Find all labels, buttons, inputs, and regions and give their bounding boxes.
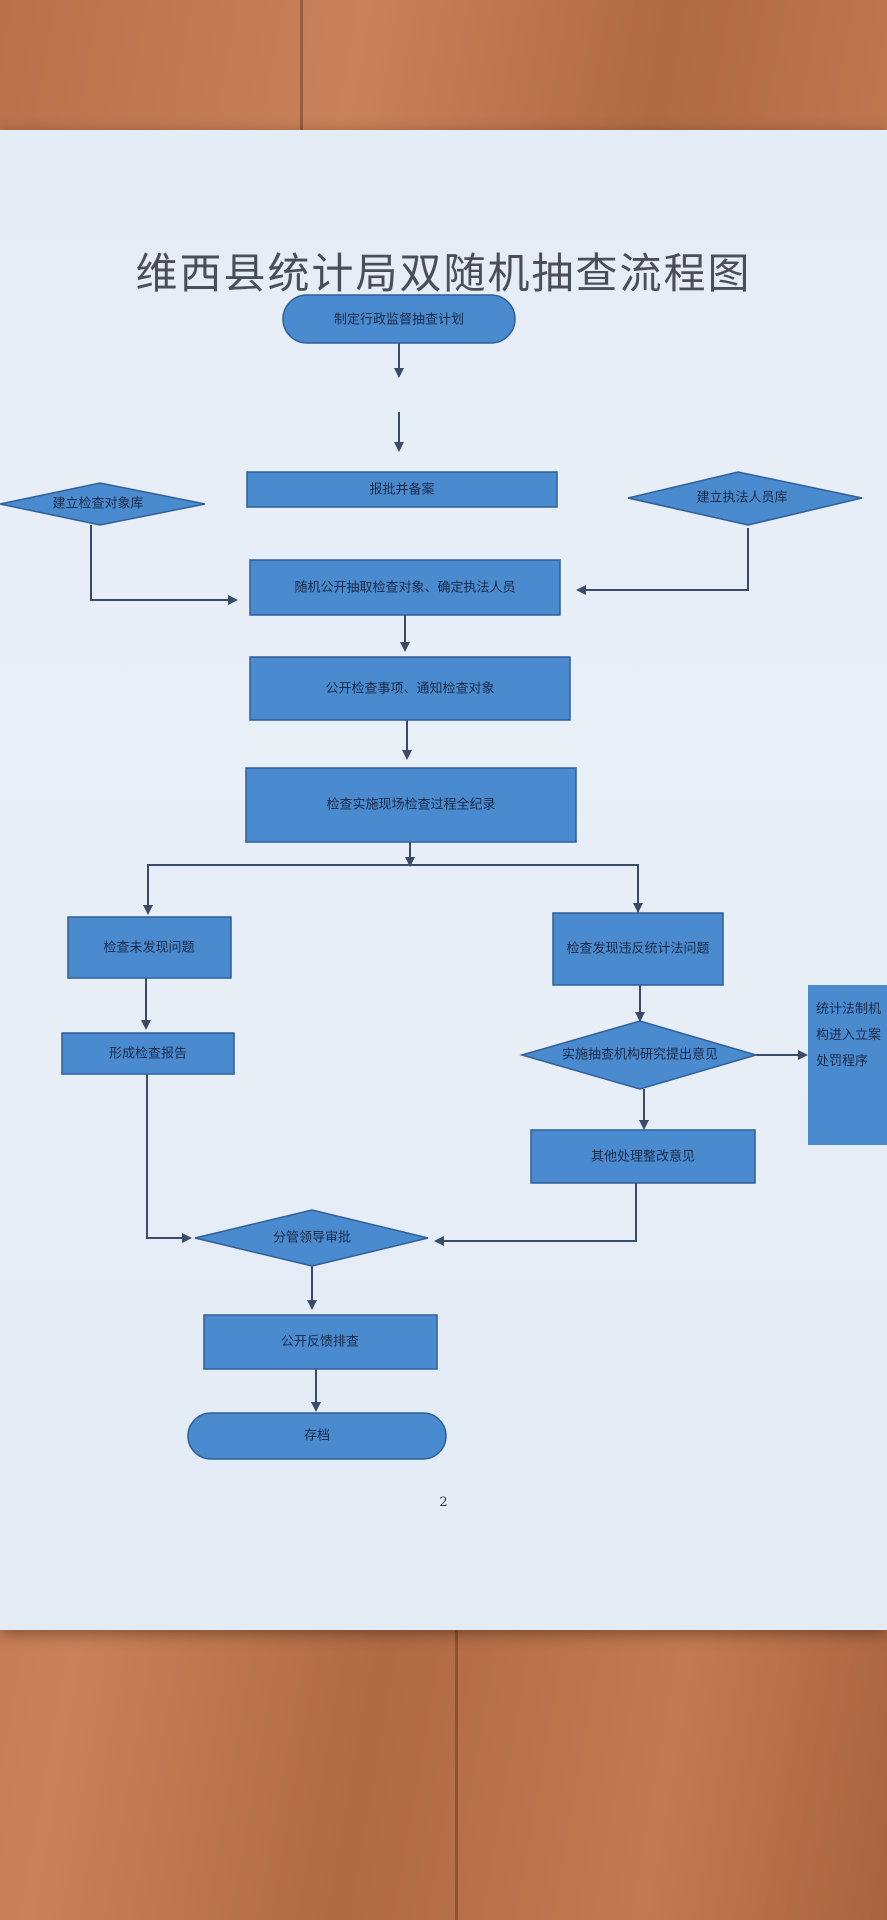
report-file-node — [246, 471, 558, 508]
other-rectify-node — [530, 1129, 756, 1184]
wood-seam — [300, 0, 303, 130]
inspect-record-label: 检查实施现场检查过程全纪录 — [326, 797, 495, 813]
arrow-report-to-review — [146, 1074, 192, 1243]
research-opinion-label: 实施抽查机构研究提出意见 — [562, 1047, 718, 1063]
research-opinion-node — [519, 1020, 759, 1090]
staff-db-node — [627, 471, 863, 526]
publish-notify-label: 公开检查事项、通知检查对象 — [325, 681, 494, 697]
arrow-objectdb-to-select — [90, 525, 238, 605]
random-select-label: 随机公开抽取检查对象、确定执法人员 — [294, 581, 515, 596]
paper-sheet: 维西县统计局双随机抽查流程图 — [0, 130, 887, 1630]
issue-found-node — [552, 912, 724, 986]
object-db-label: 建立检查对象库 — [52, 496, 143, 512]
start-label: 制定行政监督抽查计划 — [334, 313, 464, 328]
publish-feedback-node — [203, 1314, 438, 1370]
archive-label: 存档 — [304, 1429, 330, 1444]
flowchart: 制定行政监督抽查计划 报批并备案 建立检查对象库 建立执法人员库 随机公开抽取检… — [0, 294, 863, 1460]
leader-review-node — [194, 1209, 429, 1267]
leader-review-label: 分管领导审批 — [273, 1231, 351, 1246]
nodes — [0, 294, 863, 1460]
start-node — [282, 294, 516, 344]
publish-notify-node — [249, 656, 571, 721]
report-file-label: 报批并备案 — [369, 482, 434, 498]
issue-found-label: 检查发现违反统计法问题 — [566, 941, 709, 957]
random-select-node — [249, 559, 561, 616]
branch-line — [147, 864, 639, 912]
other-rectify-label: 其他处理整改意见 — [591, 1149, 695, 1165]
form-report-label: 形成检查报告 — [109, 1047, 187, 1062]
archive-node — [187, 1412, 447, 1460]
no-issue-label: 检查未发现问题 — [103, 940, 194, 956]
no-issue-node — [67, 916, 232, 979]
page-number: 2 — [439, 1495, 448, 1510]
object-db-node — [0, 482, 206, 526]
arrow-other-to-review — [434, 1182, 637, 1246]
publish-feedback-label: 公开反馈排查 — [281, 1335, 359, 1350]
form-report-node — [61, 1032, 235, 1075]
legal-procedure-node: 统计法制机构进入立案处罚程序 — [808, 985, 887, 1145]
legal-procedure-label: 统计法制机构进入立案处罚程序 — [816, 1002, 882, 1069]
connectors — [90, 342, 808, 1412]
wood-seam — [455, 1630, 458, 1920]
diagram-title: 维西县统计局双随机抽查流程图 — [135, 249, 752, 298]
inspect-record-node — [245, 767, 577, 843]
staff-db-label: 建立执法人员库 — [696, 490, 787, 506]
arrow-staffdb-to-select — [576, 528, 749, 595]
